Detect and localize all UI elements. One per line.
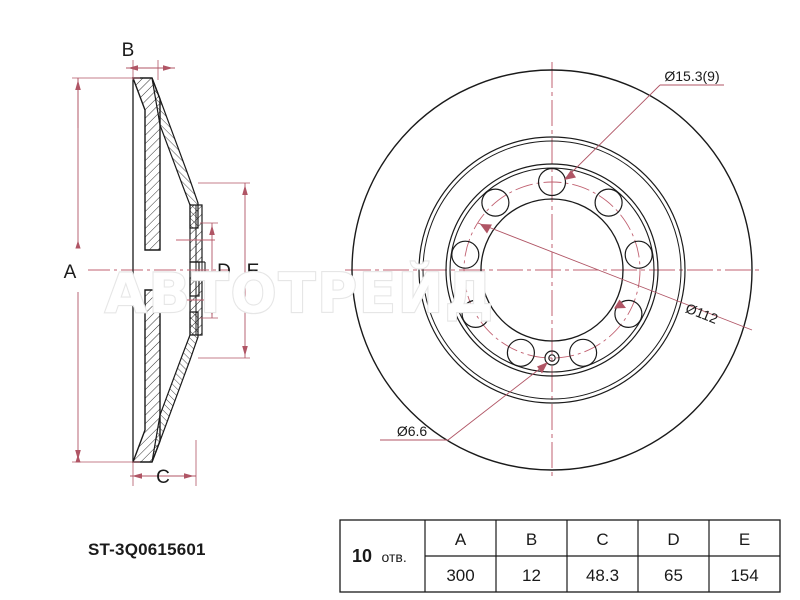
center-bore [480, 198, 624, 342]
bolt-hole [594, 188, 623, 217]
bolt-hole [481, 188, 510, 217]
bolt-hole [614, 299, 643, 328]
watermark: АВТОТРЕЙД [105, 262, 495, 325]
table-holes-cell: 10 отв. [352, 546, 407, 566]
annotation-bolt-hole-dia: Ø15.3(9) [664, 68, 719, 84]
table-holes-count: 10 [352, 546, 372, 566]
dimension-label-a: A [64, 262, 77, 283]
annotation-locating-hole-dia: Ø6.6 [397, 423, 428, 439]
dimension-b: B [122, 40, 175, 80]
part-number: ST-3Q0615601 [88, 540, 206, 559]
table-header-c: C [596, 530, 608, 549]
table-holes-word: отв. [381, 549, 406, 565]
bolt-circle-centerline [463, 181, 641, 359]
bolt-hole [461, 299, 490, 328]
bolt-hole-group [451, 167, 653, 367]
dimension-label-d: D [217, 261, 231, 282]
bolt-hole [537, 167, 567, 197]
front-view: Ø112 Ø15.3(9) Ø6.6 [345, 62, 760, 478]
bolt-hole [506, 338, 536, 367]
bolt-hole [568, 338, 598, 367]
rotor-outer-diameter [351, 69, 753, 471]
locating-hole [544, 350, 560, 366]
table-header-a: A [455, 530, 467, 549]
bolt-hole [451, 240, 480, 269]
table-value-d: 65 [664, 566, 683, 585]
dimension-label-b: B [122, 40, 135, 61]
dimension-e: E [198, 182, 260, 359]
annotation-bolt-circle: Ø112 [683, 300, 720, 327]
table-value-a: 300 [446, 566, 474, 585]
bolt-hole-dimension: Ø15.3(9) [564, 68, 724, 180]
table-header-e: E [739, 530, 750, 549]
dimension-d: D [200, 222, 231, 319]
table-value-b: 12 [522, 566, 541, 585]
dimension-label-c: C [156, 467, 170, 488]
dimension-c: C [130, 440, 197, 488]
spec-table: 10 отв. A B C D E 300 12 48.3 65 154 [339, 519, 781, 593]
bolt-hole [624, 240, 653, 269]
hat-outer-diameter [445, 163, 659, 377]
table-value-c: 48.3 [586, 566, 619, 585]
friction-band-inner-edge [418, 136, 686, 404]
friction-band-inner-edge-2 [422, 140, 682, 400]
table-value-e: 154 [730, 566, 758, 585]
dimension-a: A [64, 77, 140, 463]
locating-hole-dimension: Ø6.6 [380, 362, 548, 441]
section-view: A B C [64, 40, 260, 488]
bolt-circle-dimension: Ø112 [477, 222, 753, 331]
table-header-d: D [667, 530, 679, 549]
dimension-label-e: E [247, 261, 260, 282]
table-header-b: B [526, 530, 537, 549]
